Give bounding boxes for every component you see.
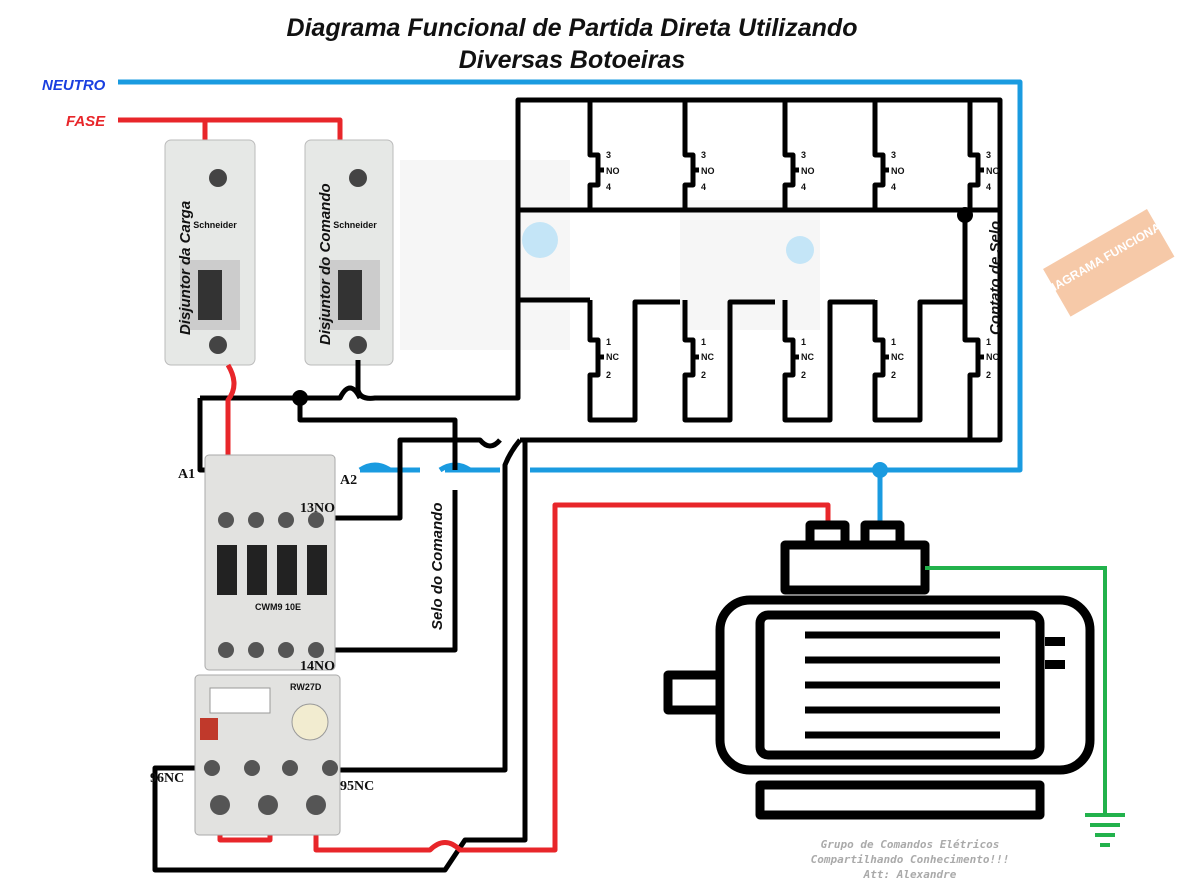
control-wire-96 <box>152 440 528 873</box>
overload-relay[interactable]: RW27D <box>194 674 341 836</box>
pushbutton-nc[interactable]: 1NC 2 <box>782 299 875 423</box>
pushbutton-no[interactable]: 3NO 4 <box>782 100 815 210</box>
motor <box>663 520 1095 820</box>
title-line2: Diversas Botoeiras <box>459 46 686 74</box>
nc-terminal-bottom: 2 <box>701 370 706 380</box>
footer-line2: Compartilhando Conhecimento!!! <box>811 853 1010 866</box>
no-type-label: NO <box>701 166 715 176</box>
nc-terminal-top: 1 <box>986 337 991 347</box>
no-terminal-top: 3 <box>891 150 896 160</box>
t14-label: 14NO <box>300 659 335 674</box>
footer-line1: Grupo de Comandos Elétricos <box>821 838 1000 851</box>
seal-contact-label: Contato de Selo <box>987 221 1004 335</box>
no-terminal-bottom: 4 <box>701 182 706 192</box>
nc-type-label: NC <box>606 352 619 362</box>
no-type-label: NO <box>986 166 1000 176</box>
no-terminal-bottom: 4 <box>801 182 806 192</box>
no-terminal-bottom: 4 <box>986 182 991 192</box>
no-terminal-top: 3 <box>606 150 611 160</box>
brand-logo: Schneider <box>193 220 237 230</box>
pushbuttons-nc: 1NC 2 1NC 2 1NC 2 1NC 2 1NC 2 <box>518 210 999 440</box>
pushbutton-no[interactable]: 3NO 4 <box>587 100 620 210</box>
breaker-command[interactable]: Schneider Disjuntor do Comando <box>304 139 394 366</box>
pushbutton-no[interactable]: 3NO 4 <box>967 100 1000 210</box>
breaker-command-label: Disjuntor do Comando <box>317 183 334 345</box>
contactor-model: CWM9 10E <box>255 602 301 612</box>
no-terminal-bottom: 4 <box>891 182 896 192</box>
ground-wire <box>925 566 1107 815</box>
nc-terminal-bottom: 2 <box>606 370 611 380</box>
title-line1: Diagrama Funcional de Partida Direta Uti… <box>287 14 858 42</box>
no-terminal-top: 3 <box>701 150 706 160</box>
phase-to-contactor <box>225 363 237 520</box>
neutral-junction <box>872 462 888 478</box>
nc-type-label: NC <box>891 352 904 362</box>
pushbutton-nc[interactable]: 1NC 2 <box>682 299 775 423</box>
pushbutton-nc[interactable]: 1NC 2 <box>587 299 680 423</box>
fase-label: FASE <box>66 113 106 130</box>
footer-line3: Att: Alexandre <box>863 868 957 881</box>
no-type-label: NO <box>801 166 815 176</box>
nc-terminal-top: 1 <box>701 337 706 347</box>
nc-type-label: NC <box>801 352 814 362</box>
breaker-load[interactable]: Schneider Disjuntor da Carga <box>164 139 256 366</box>
control-wire-left <box>197 385 458 653</box>
brand-logo: Schneider <box>333 220 377 230</box>
neutro-label: NEUTRO <box>42 77 106 94</box>
a2-label: A2 <box>340 473 357 488</box>
seal-command-label: Selo do Comando <box>429 503 446 631</box>
nc-type-label: NC <box>701 352 714 362</box>
no-type-label: NO <box>606 166 620 176</box>
pushbutton-nc[interactable]: 1NC 2 <box>962 210 999 440</box>
no-terminal-top: 3 <box>986 150 991 160</box>
junction <box>292 390 308 406</box>
overload-model: RW27D <box>290 682 322 692</box>
pushbutton-no[interactable]: 3NO 4 <box>872 100 905 210</box>
no-type-label: NO <box>891 166 905 176</box>
breaker-load-label: Disjuntor da Carga <box>177 201 194 335</box>
nc-terminal-bottom: 2 <box>986 370 991 380</box>
watermark-image <box>400 160 820 350</box>
contactor[interactable]: CWM9 10E <box>204 454 336 671</box>
a1-label: A1 <box>178 467 195 482</box>
nc-terminal-bottom: 2 <box>891 370 896 380</box>
nc-terminal-bottom: 2 <box>801 370 806 380</box>
ground-icon <box>1085 813 1125 847</box>
nc-terminal-top: 1 <box>801 337 806 347</box>
t95-label: 95NC <box>340 779 374 794</box>
nc-terminal-top: 1 <box>606 337 611 347</box>
nc-terminal-top: 1 <box>891 337 896 347</box>
no-terminal-top: 3 <box>801 150 806 160</box>
pushbutton-nc[interactable]: 1NC 2 <box>872 299 965 423</box>
nc-type-label: NC <box>986 352 999 362</box>
control-wire-seal <box>330 437 522 773</box>
t13-label: 13NO <box>300 501 335 516</box>
no-terminal-bottom: 4 <box>606 182 611 192</box>
diagram-badge: DIAGRAMA FUNCIONAL <box>1042 209 1175 317</box>
t96-label: 96NC <box>150 771 184 786</box>
pushbuttons-no: 3NO 4 3NO 4 3NO 4 3NO 4 3NO 4 <box>587 100 1000 210</box>
pushbutton-no[interactable]: 3NO 4 <box>682 100 715 210</box>
